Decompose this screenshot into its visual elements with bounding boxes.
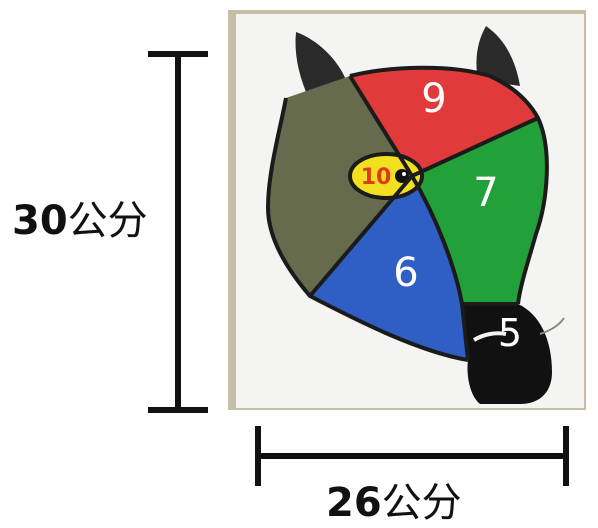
width-dimension-line bbox=[255, 426, 569, 486]
zone-9-label: 9 bbox=[421, 76, 446, 122]
chin-whisker bbox=[539, 317, 565, 335]
zone-5 bbox=[462, 304, 552, 404]
zone-6-label: 6 bbox=[393, 250, 418, 296]
zone-10-label: 10 bbox=[361, 165, 392, 190]
left-ear bbox=[295, 32, 346, 92]
zone-7-label: 7 bbox=[473, 170, 498, 216]
height-label: 30公分 bbox=[12, 188, 148, 246]
right-ear bbox=[476, 26, 520, 86]
eye-pupil bbox=[395, 169, 409, 183]
width-unit: 公分 bbox=[381, 480, 462, 526]
width-label: 26公分 bbox=[326, 470, 462, 528]
zone-outlines bbox=[265, 65, 549, 362]
zone-5-label: 5 bbox=[498, 311, 522, 355]
nose-mark bbox=[472, 331, 507, 342]
width-value: 26 bbox=[326, 480, 382, 526]
height-unit: 公分 bbox=[67, 198, 148, 244]
zone-left-cheek bbox=[268, 76, 412, 296]
eye-highlight bbox=[402, 172, 406, 176]
height-dimension-line bbox=[148, 51, 208, 413]
height-value: 30 bbox=[12, 198, 68, 244]
horse-target-figure: 9 7 6 5 10 bbox=[148, 10, 586, 486]
zone-7 bbox=[412, 118, 547, 304]
